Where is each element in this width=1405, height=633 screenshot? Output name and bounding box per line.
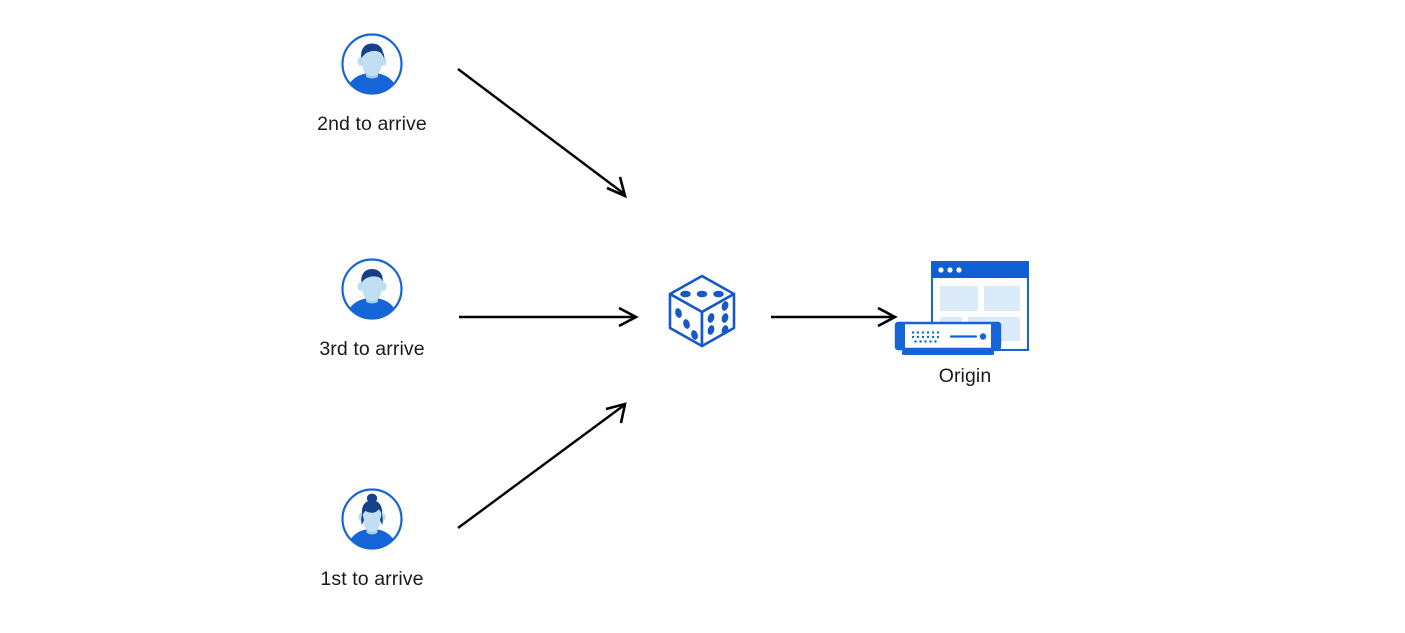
client-label-2nd: 2nd to arrive bbox=[317, 113, 427, 135]
origin-server-icon bbox=[894, 261, 1029, 355]
arrow-3rd-to-dice bbox=[459, 306, 639, 328]
client-node-1st: 1st to arrive bbox=[320, 487, 423, 589]
arrow-1st-to-dice bbox=[457, 402, 627, 529]
dice-icon bbox=[668, 274, 736, 348]
origin-node: Origin bbox=[890, 255, 1040, 386]
client-label-3rd: 3rd to arrive bbox=[319, 338, 425, 360]
avatar bbox=[340, 257, 404, 321]
server-device-icon bbox=[894, 321, 1002, 355]
client-label-1st: 1st to arrive bbox=[320, 568, 424, 590]
randomizer-node bbox=[660, 268, 744, 352]
origin-label: Origin bbox=[938, 365, 992, 387]
avatar-male-icon bbox=[341, 33, 403, 95]
arrow-2nd-to-dice bbox=[457, 68, 627, 199]
client-node-2nd: 2nd to arrive bbox=[317, 32, 427, 134]
arrow-dice-to-origin bbox=[771, 306, 898, 328]
avatar-male-icon bbox=[341, 258, 403, 320]
client-node-3rd: 3rd to arrive bbox=[319, 257, 425, 359]
avatar bbox=[340, 32, 404, 96]
avatar-female-icon bbox=[341, 488, 403, 550]
avatar bbox=[340, 487, 404, 551]
